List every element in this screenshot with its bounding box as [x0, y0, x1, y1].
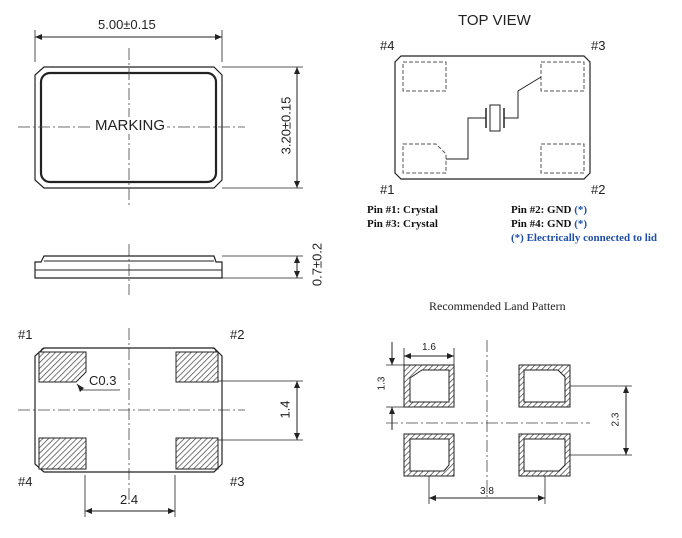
width-dimension-label: 5.00±0.15: [98, 17, 156, 32]
top-pin-4-label: #4: [380, 38, 395, 53]
land-pattern-title: Recommended Land Pattern: [429, 299, 566, 313]
top-pin-1-label: #1: [380, 182, 395, 197]
thickness-dimension-label: 0.7±0.2: [309, 242, 325, 287]
bottom-pad-3: [175, 437, 219, 470]
land-pitch-vertical-label: 2.3: [610, 412, 622, 427]
chamfer-label: C0.3: [89, 373, 117, 388]
land-pad-height-label: 1.3: [376, 376, 388, 391]
bottom-pin-3-label: #3: [230, 474, 245, 489]
top-outline-view: [18, 30, 303, 205]
bottom-pad-4: [38, 437, 87, 470]
bottom-pin-2-label: #2: [230, 327, 245, 342]
top-pin-3-label: #3: [591, 38, 606, 53]
side-view: [34, 244, 303, 295]
lid-connection-mark: (*): [574, 218, 588, 230]
lid-connection-mark: (*): [574, 204, 588, 216]
bottom-pad-2: [175, 351, 219, 383]
pin-3-function: Pin #3: Crystal: [367, 218, 438, 230]
top-pin-2-label: #2: [591, 182, 606, 197]
bottom-pitch-vertical-label: 1.4: [277, 400, 293, 419]
land-pattern-drawing: [386, 340, 632, 504]
height-dimension-label: 3.20±0.15: [278, 96, 294, 155]
bottom-pad-1: [38, 351, 87, 383]
bottom-view: [18, 328, 303, 517]
land-pad-width-label: 1.6: [422, 342, 436, 353]
bottom-pin-1-label: #1: [18, 327, 33, 342]
pin-2-function: Pin #2: GND (*): [511, 204, 588, 216]
pin-1-function: Pin #1: Crystal: [367, 204, 438, 216]
pin-4-function: Pin #4: GND (*): [511, 218, 588, 230]
lid-connection-note: (*) Electrically connected to lid: [511, 232, 658, 244]
top-view-internal: [394, 55, 591, 180]
bottom-pitch-horizontal-label: 2.4: [120, 492, 139, 507]
marking-label: MARKING: [93, 117, 168, 134]
top-view-title: TOP VIEW: [458, 12, 531, 29]
bottom-pin-4-label: #4: [18, 474, 33, 489]
land-pitch-horizontal-label: 3.8: [480, 486, 494, 497]
